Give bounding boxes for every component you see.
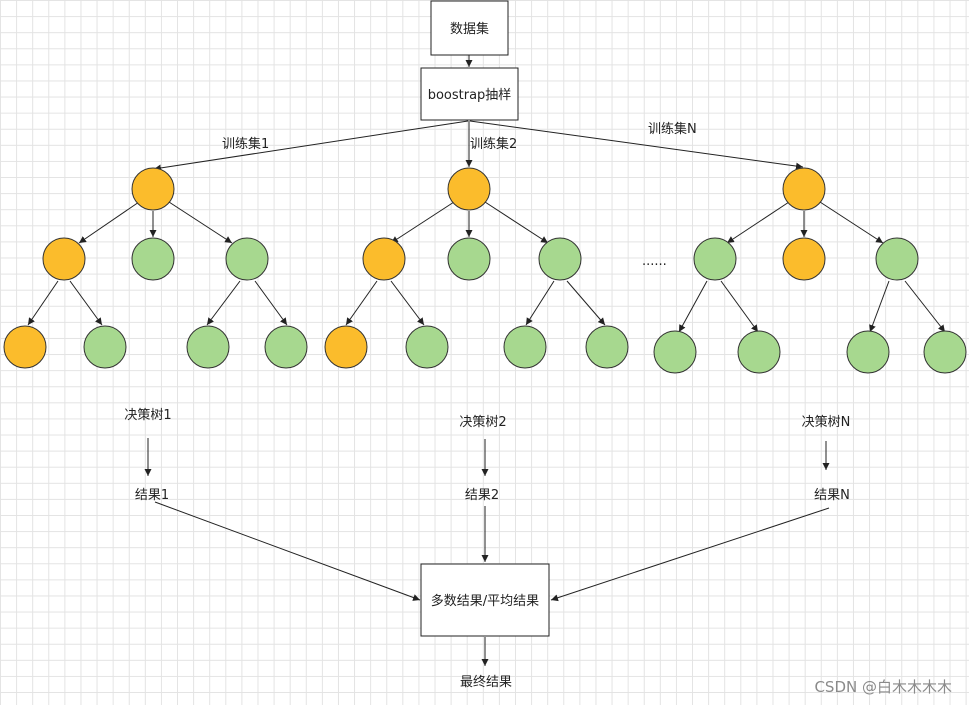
resultN-to-aggregate-edge <box>550 507 830 602</box>
training-set-N-label: 训练集N <box>648 121 697 137</box>
bootstrap-to-treeN-edge <box>469 120 804 170</box>
tree-edge <box>678 280 708 333</box>
dataset-label: 数据集 <box>450 21 489 37</box>
result-N-label: 结果N <box>814 488 850 503</box>
tree-edge <box>206 280 241 326</box>
tree-root-node <box>447 167 491 211</box>
tree-leaf-node <box>846 330 890 374</box>
decision-tree-N-label: 决策树N <box>802 414 851 430</box>
tree-edge <box>69 280 103 326</box>
decision-tree-2-label: 决策树2 <box>459 414 506 430</box>
tree-edge <box>78 201 140 244</box>
tree-leaf-node <box>585 325 629 369</box>
tree-edge <box>819 201 884 244</box>
tree-node <box>362 237 406 281</box>
bootstrap-to-tree1-edge <box>153 120 469 172</box>
final-result-label: 最终结果 <box>460 674 512 690</box>
ellipsis-label: ...... <box>642 254 667 269</box>
tree-leaf-node <box>503 325 547 369</box>
result1-to-aggregate-edge <box>154 501 421 601</box>
tree-root-node <box>782 167 826 211</box>
tree-leaf-node <box>324 325 368 369</box>
tree-edge <box>726 201 790 244</box>
decision-tree-1-label: 决策树1 <box>124 407 171 423</box>
tree-edge <box>904 280 946 333</box>
tree-2 <box>324 167 629 369</box>
bootstrap-box: boostrap抽样 <box>420 67 519 121</box>
tree-node <box>225 237 269 281</box>
tree-leaf-node <box>83 325 127 369</box>
tree-edge <box>484 201 549 244</box>
tree-edge <box>168 201 233 244</box>
tree-leaf-node <box>186 325 230 369</box>
tree-edge <box>345 280 378 326</box>
tree-leaf-node <box>737 330 781 374</box>
tree-node <box>693 237 737 281</box>
watermark: CSDN @白木木木木 <box>814 678 952 696</box>
result-2-label: 结果2 <box>465 488 499 503</box>
tree-1 <box>3 167 308 369</box>
tree-leaf-node <box>653 330 697 374</box>
tree-leaf-node <box>264 325 308 369</box>
tree-edge <box>390 280 425 326</box>
tree-edge <box>566 280 606 326</box>
tree-edge <box>720 280 759 333</box>
bootstrap-label: boostrap抽样 <box>428 88 512 103</box>
dataset-box: 数据集 <box>430 0 509 56</box>
training-set-2-label: 训练集2 <box>470 136 517 152</box>
aggregate-label: 多数结果/平均结果 <box>431 593 539 609</box>
tree-node <box>875 237 919 281</box>
tree-edge <box>390 201 455 244</box>
tree-node <box>42 237 86 281</box>
tree-edge <box>27 280 59 326</box>
result-1-label: 结果1 <box>135 488 169 503</box>
tree-node <box>131 237 175 281</box>
tree-edge <box>254 280 288 326</box>
tree-node <box>538 237 582 281</box>
tree-leaf-node <box>923 330 967 374</box>
tree-root-node <box>131 167 175 211</box>
tree-leaf-node <box>3 325 47 369</box>
tree-leaf-node <box>405 325 449 369</box>
tree-node <box>447 237 491 281</box>
tree-N <box>653 167 967 374</box>
training-set-1-label: 训练集1 <box>222 136 269 152</box>
tree-edge <box>525 280 555 326</box>
tree-node <box>782 237 826 281</box>
tree-edge <box>869 280 890 333</box>
aggregate-box: 多数结果/平均结果 <box>420 563 550 637</box>
